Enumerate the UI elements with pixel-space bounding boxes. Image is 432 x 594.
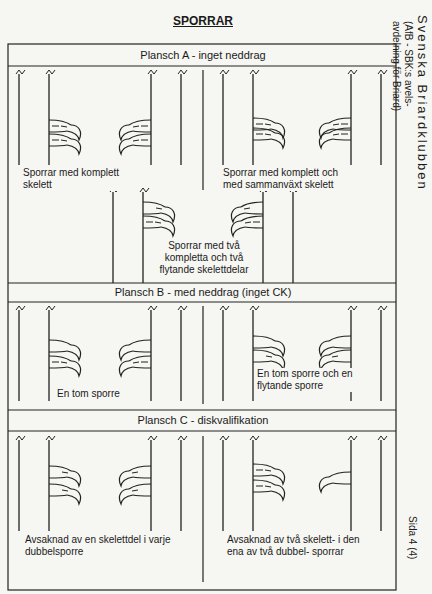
caption-text: Sporrar med komplett och med sammanväxt … bbox=[222, 167, 350, 191]
club-heading: Svenska Briardklubben(AfB - SBK:s avels-… bbox=[390, 14, 430, 334]
club-name: Svenska Briardklubben bbox=[414, 14, 430, 334]
page-number-holder: Sida 4 (4) bbox=[406, 515, 418, 560]
caption-text: Avsaknad av en skelettdel i varje dubbel… bbox=[24, 534, 176, 558]
caption-text: Avsaknad av två skelett- i den ena av tv… bbox=[226, 534, 378, 558]
caption-text: Sporrar med komplett skelett bbox=[22, 167, 136, 191]
plate-heading: Plansch A - inget neddrag bbox=[8, 49, 398, 62]
caption-text: En tom sporre och en flytande sporre bbox=[256, 368, 376, 392]
plate-heading: Plansch C - diskvalifikation bbox=[8, 414, 398, 427]
caption-text: En tom sporre bbox=[56, 388, 148, 400]
page-number: Sida 4 (4) bbox=[406, 515, 418, 560]
page-title: SPORRAR bbox=[8, 14, 398, 28]
club-subtitle: (AfB - SBK:s avels- avdelning för Briard… bbox=[390, 20, 414, 147]
plate-heading: Plansch B - med neddrag (inget CK) bbox=[8, 286, 398, 299]
caption-text: Sporrar med två kompletta och två flytan… bbox=[148, 240, 260, 276]
